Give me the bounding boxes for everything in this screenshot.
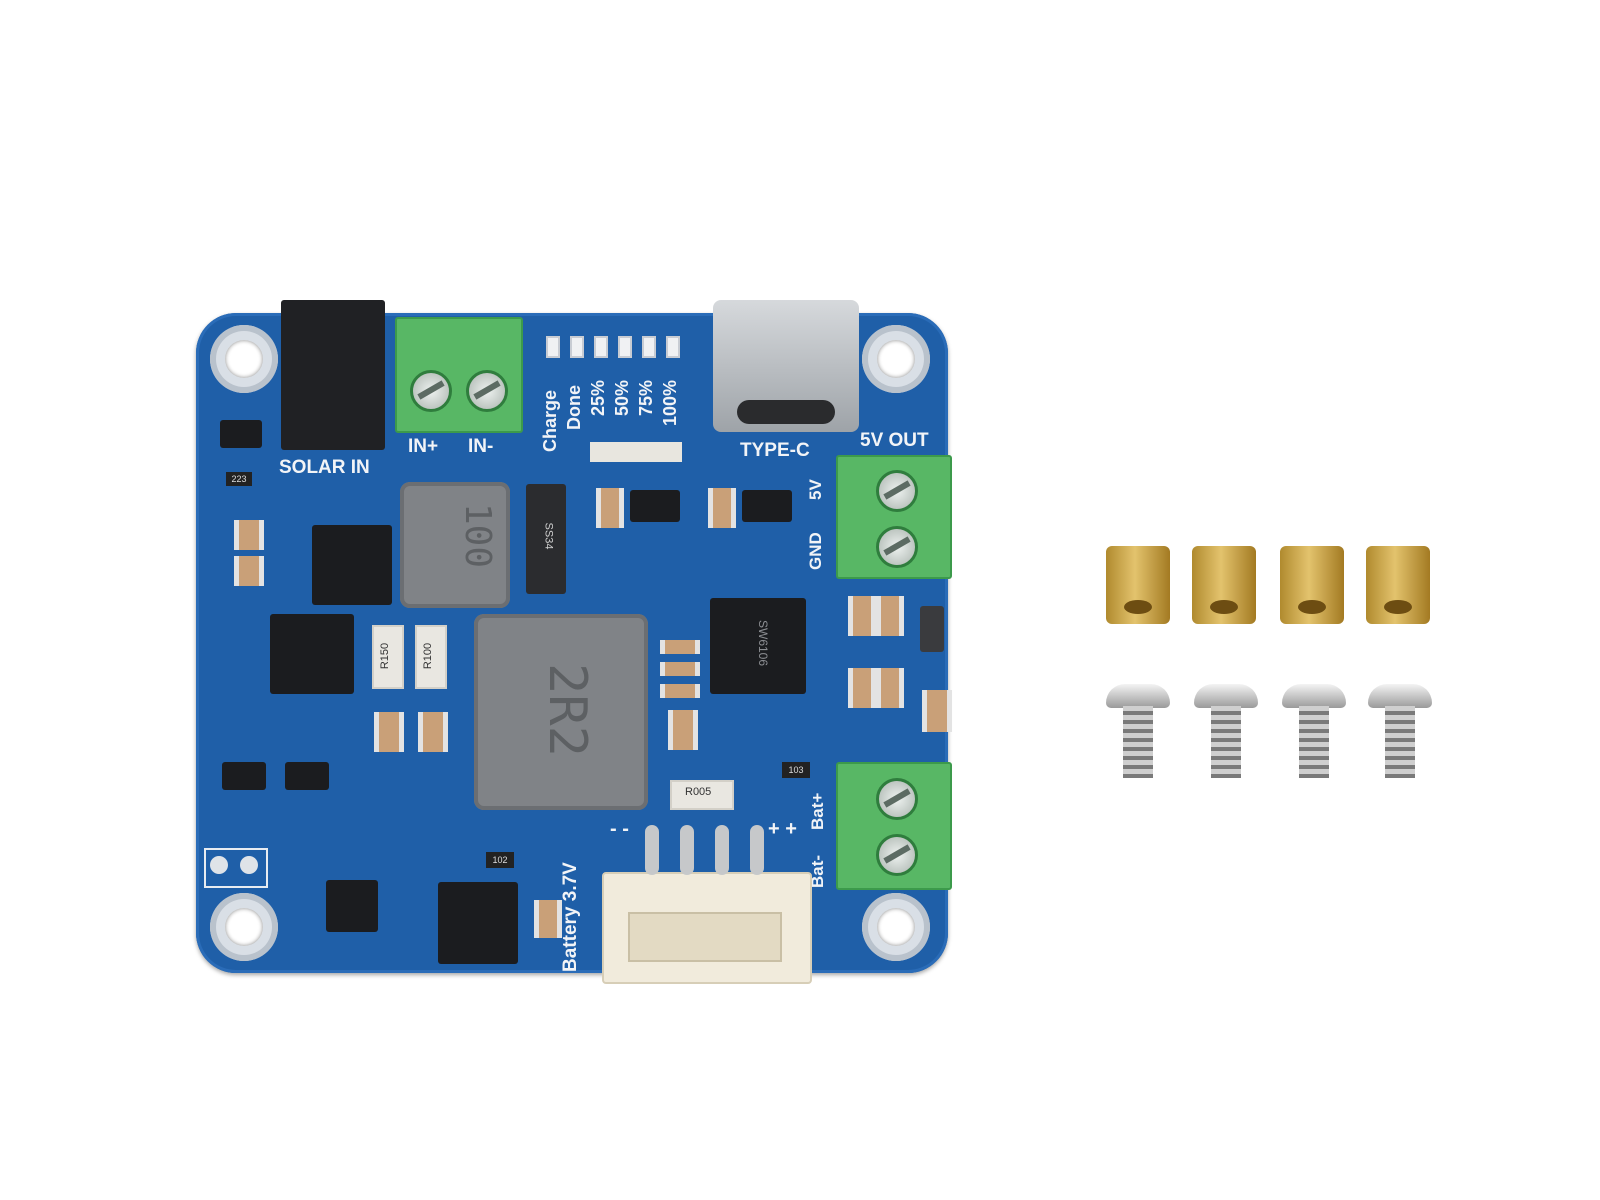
jst-pin-2 — [680, 825, 694, 875]
bat-plus-label: Bat+ — [808, 792, 827, 830]
transistor-1 — [630, 490, 680, 522]
in-minus-label: IN- — [468, 436, 494, 457]
main-ic-sw6106 — [710, 598, 806, 694]
resistor-r005-marking: R005 — [685, 786, 712, 798]
capacitor-10 — [418, 712, 448, 752]
screw-shaft-3 — [1299, 706, 1329, 778]
jst-socket — [628, 912, 782, 962]
mounting-hole-bottom-left — [210, 893, 278, 961]
inductor-2r2-marking: 2R2 — [536, 663, 597, 757]
screw-head-4 — [1368, 684, 1432, 708]
capacitor-8 — [876, 668, 904, 708]
in-plus-label: IN+ — [408, 436, 439, 457]
jst-pin-1 — [645, 825, 659, 875]
led-label-75: 75% — [636, 379, 656, 416]
terminal-screw-in-minus — [466, 370, 508, 412]
capacitor-15 — [660, 684, 700, 698]
resistor-array — [590, 442, 682, 462]
capacitor-1 — [596, 488, 624, 528]
5v-out-label: 5V OUT — [860, 430, 929, 451]
screw-head-1 — [1106, 684, 1170, 708]
mounting-hole-bottom-right — [862, 893, 930, 961]
capacitor-6 — [876, 596, 904, 636]
mounting-hole-top-left — [210, 325, 278, 393]
resistor-r100-marking: R100 — [422, 642, 435, 670]
small-part-102: 102 — [486, 852, 514, 868]
solar-input-terminal — [395, 317, 523, 433]
main-ic-marking: SW6106 — [756, 619, 771, 667]
transistor-3 — [222, 762, 266, 790]
led-25 — [594, 336, 608, 358]
led-100 — [666, 336, 680, 358]
screw-shaft-1 — [1123, 706, 1153, 778]
led-done — [570, 336, 584, 358]
led-label-100: 100% — [660, 379, 680, 426]
screw-head-2 — [1194, 684, 1258, 708]
brass-standoff-2 — [1192, 546, 1256, 624]
brass-standoff-1 — [1106, 546, 1170, 624]
small-part-223: 223 — [226, 472, 252, 486]
usb-c-opening — [737, 400, 835, 424]
capacitor-2 — [708, 488, 736, 528]
inductor-100 — [400, 482, 510, 608]
resistor-r100 — [415, 625, 447, 689]
5v-pin-label: 5V — [806, 479, 825, 500]
ic-top-left — [312, 525, 392, 605]
led-50 — [618, 336, 632, 358]
terminal-screw-5v — [876, 470, 918, 512]
ic-mid-left — [270, 614, 354, 694]
led-label-done: Done — [564, 385, 584, 430]
battery-label: Battery 3.7V — [560, 862, 581, 972]
ic-bottom — [438, 882, 518, 964]
led-label-charge: Charge — [540, 389, 560, 452]
header-pad-2 — [240, 856, 258, 874]
terminal-screw-gnd — [876, 526, 918, 568]
led-charge — [546, 336, 560, 358]
screw-shaft-4 — [1385, 706, 1415, 778]
capacitor-12 — [534, 900, 562, 938]
resistor-r150-marking: R150 — [379, 642, 392, 670]
terminal-screw-bat-minus — [876, 834, 918, 876]
inductor-100-marking: 100 — [457, 502, 499, 569]
jst-minus-label: - - — [610, 818, 629, 840]
led-label-25: 25% — [588, 379, 608, 416]
screw-shaft-2 — [1211, 706, 1241, 778]
header-pad-1 — [210, 856, 228, 874]
brass-standoff-4 — [1366, 546, 1430, 624]
jst-pin-4 — [750, 825, 764, 875]
capacitor-3 — [234, 520, 264, 550]
gnd-pin-label: GND — [806, 532, 825, 570]
ic-qfn-small — [326, 880, 378, 932]
capacitor-13 — [660, 640, 700, 654]
solar-in-label: SOLAR IN — [279, 457, 370, 478]
resistor-r150 — [372, 625, 404, 689]
diode-2 — [920, 606, 944, 652]
capacitor-4 — [234, 556, 264, 586]
resistor-r005 — [670, 780, 734, 810]
transistor-4 — [285, 762, 329, 790]
diode-marking: SS34 — [542, 522, 555, 550]
capacitor-7 — [848, 668, 876, 708]
screw-head-3 — [1282, 684, 1346, 708]
mounting-hole-top-right — [862, 325, 930, 393]
jst-plus-label: + + — [768, 818, 797, 840]
transistor-5 — [220, 420, 262, 448]
small-part-103: 103 — [782, 762, 810, 778]
capacitor-11 — [668, 710, 698, 750]
terminal-screw-bat-plus — [876, 778, 918, 820]
capacitor-9 — [374, 712, 404, 752]
solar-dc-jack — [281, 300, 385, 450]
capacitor-5 — [848, 596, 876, 636]
led-label-50: 50% — [612, 379, 632, 416]
type-c-label: TYPE-C — [740, 440, 810, 461]
terminal-screw-in-plus — [410, 370, 452, 412]
inductor-2r2 — [474, 614, 648, 810]
jst-pin-3 — [715, 825, 729, 875]
brass-standoff-3 — [1280, 546, 1344, 624]
diode-ss34 — [526, 484, 566, 594]
capacitor-16 — [922, 690, 952, 732]
led-75 — [642, 336, 656, 358]
capacitor-14 — [660, 662, 700, 676]
transistor-2 — [742, 490, 792, 522]
